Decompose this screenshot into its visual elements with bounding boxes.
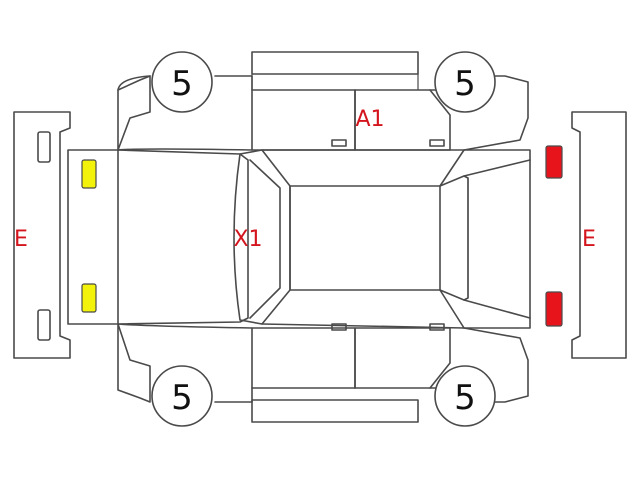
damage-code-rear-bumper: E <box>582 227 596 252</box>
wheel-front-right-score: 5 <box>171 378 193 418</box>
front-fog-light-bottom <box>37 309 51 341</box>
wheel-rear-right-score: 5 <box>454 378 476 418</box>
rear-bumper <box>571 111 627 359</box>
wheel-rear-left: 5 <box>434 51 496 113</box>
rear-lamp-top <box>545 145 563 179</box>
wheel-rear-right: 5 <box>434 365 496 427</box>
front-bumper <box>13 111 71 359</box>
front-lamp-bottom <box>81 283 97 313</box>
wheel-front-right: 5 <box>151 365 213 427</box>
damage-code-right-door: A1 <box>355 107 384 132</box>
car-body <box>67 51 531 423</box>
damage-code-front-bumper: E <box>14 227 28 252</box>
wheel-front-left-score: 5 <box>171 64 193 104</box>
front-fog-light-top <box>37 131 51 163</box>
front-lamp-top <box>81 159 97 189</box>
damage-code-windshield: X1 <box>233 227 262 252</box>
rear-lamp-bottom <box>545 291 563 327</box>
wheel-rear-left-score: 5 <box>454 64 476 104</box>
wheel-front-left: 5 <box>151 51 213 113</box>
